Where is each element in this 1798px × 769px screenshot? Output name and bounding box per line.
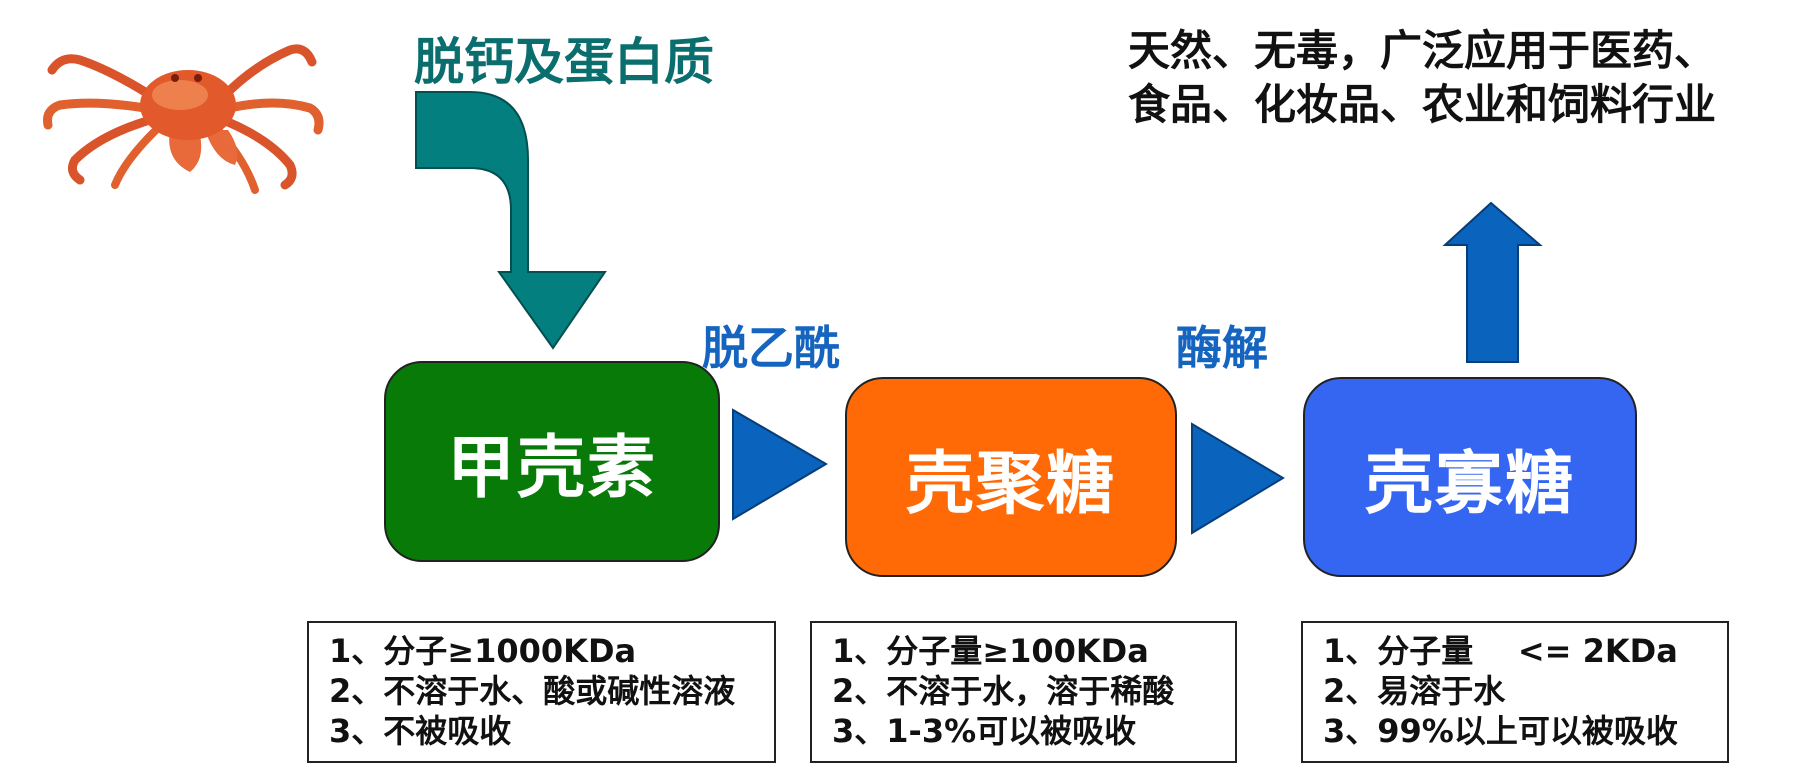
enzymolysis-label: 酶解	[1176, 321, 1268, 375]
info-line: 3、不被吸收	[329, 712, 512, 750]
info-line: 3、1-3%可以被吸收	[832, 712, 1137, 750]
application-note-line-2: 食品、化妆品、农业和饲料行业	[1128, 80, 1717, 129]
up-arrow	[1442, 201, 1543, 363]
node-chitooligosaccharide: 壳寡糖	[1303, 377, 1637, 577]
info-box-chitosan: 1、分子量≥100KDa 2、不溶于水，溶于稀酸 3、1-3%可以被吸收	[810, 621, 1237, 763]
application-note-line-1: 天然、无毒，广泛应用于医药、	[1128, 26, 1717, 75]
decalcification-label: 脱钙及蛋白质	[414, 33, 714, 91]
info-box-chitin: 1、分子≥1000KDa 2、不溶于水、酸或碱性溶液 3、不被吸收	[307, 621, 776, 763]
info-line: 2、不溶于水、酸或碱性溶液	[329, 672, 736, 710]
curved-down-arrow	[415, 91, 607, 350]
info-line: 2、不溶于水，溶于稀酸	[832, 672, 1175, 710]
info-line: 1、分子≥1000KDa	[329, 632, 637, 670]
right-arrow-2	[1191, 422, 1285, 535]
application-note: 天然、无毒，广泛应用于医药、 食品、化妆品、农业和饲料行业	[1128, 24, 1716, 132]
deacetylation-label: 脱乙酰	[702, 321, 840, 375]
right-arrow-1	[732, 408, 828, 521]
info-box-chitooligosaccharide: 1、分子量 <= 2KDa 2、易溶于水 3、99%以上可以被吸收	[1301, 621, 1729, 763]
node-chitin: 甲壳素	[384, 361, 720, 562]
node-chitosan: 壳聚糖	[845, 377, 1177, 577]
info-line: 1、分子量 <= 2KDa	[1323, 632, 1678, 670]
info-line: 1、分子量≥100KDa	[832, 632, 1149, 670]
info-line: 2、易溶于水	[1323, 672, 1506, 710]
info-line: 3、99%以上可以被吸收	[1323, 712, 1678, 750]
